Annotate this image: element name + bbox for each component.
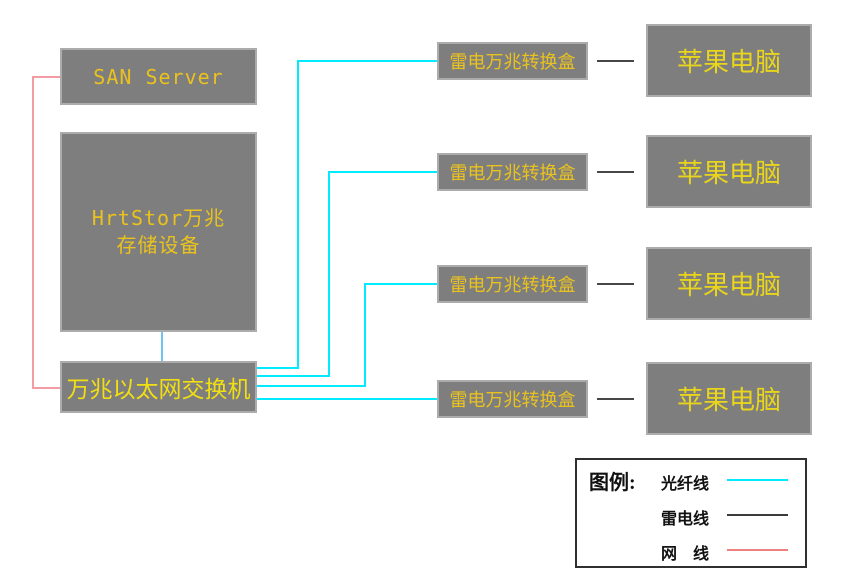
thunderbolt-converter-node-2: 雷电万兆转换盒 bbox=[437, 153, 588, 191]
fiber-line-1 bbox=[257, 60, 437, 369]
ethernet-switch-node: 万兆以太网交换机 bbox=[60, 361, 257, 413]
apple-computer-node-2: 苹果电脑 bbox=[646, 135, 812, 208]
apple-computer-node-1: 苹果电脑 bbox=[646, 24, 812, 97]
fiber-line-3 bbox=[257, 283, 437, 387]
ethernet-switch-label: 万兆以太网交换机 bbox=[66, 377, 251, 403]
legend-item-thunderbolt-label: 雷电线 bbox=[661, 511, 710, 528]
thunderbolt-converter-node-4: 雷电万兆转换盒 bbox=[437, 380, 588, 418]
legend-item-fiber-label: 光纤线 bbox=[661, 476, 710, 493]
thunderbolt-converter-node-1: 雷电万兆转换盒 bbox=[437, 42, 588, 80]
network-cable-line bbox=[32, 76, 60, 389]
apple-computer-label: 苹果电脑 bbox=[676, 48, 781, 78]
storage-device-label-line1: HrtStor万兆 bbox=[91, 206, 226, 230]
fiber-line-swatch bbox=[727, 479, 788, 481]
fiber-line-2 bbox=[257, 171, 437, 377]
thunderbolt-line-swatch bbox=[727, 514, 788, 516]
thunderbolt-converter-node-3: 雷电万兆转换盒 bbox=[437, 265, 588, 303]
legend-box: 图例: 光纤线 雷电线 网 线 bbox=[575, 458, 807, 568]
thunderbolt-converter-label: 雷电万兆转换盒 bbox=[449, 390, 576, 411]
san-server-node: SAN Server bbox=[60, 48, 257, 105]
thunderbolt-converter-label: 雷电万兆转换盒 bbox=[449, 275, 576, 296]
apple-computer-node-4: 苹果电脑 bbox=[646, 362, 812, 435]
apple-computer-label: 苹果电脑 bbox=[676, 159, 781, 189]
thunderbolt-converter-label: 雷电万兆转换盒 bbox=[449, 163, 576, 184]
thunderbolt-converter-label: 雷电万兆转换盒 bbox=[449, 52, 576, 73]
legend-title: 图例: bbox=[589, 472, 636, 494]
network-line-swatch bbox=[727, 549, 788, 551]
apple-computer-label: 苹果电脑 bbox=[676, 271, 781, 301]
storage-device-node: HrtStor万兆 存储设备 bbox=[60, 132, 257, 332]
san-server-label: SAN Server bbox=[93, 64, 224, 89]
storage-device-label-line2: 存储设备 bbox=[116, 233, 201, 257]
apple-computer-node-3: 苹果电脑 bbox=[646, 247, 812, 320]
legend-item-network-label: 网 线 bbox=[661, 546, 710, 563]
apple-computer-label: 苹果电脑 bbox=[676, 386, 781, 416]
